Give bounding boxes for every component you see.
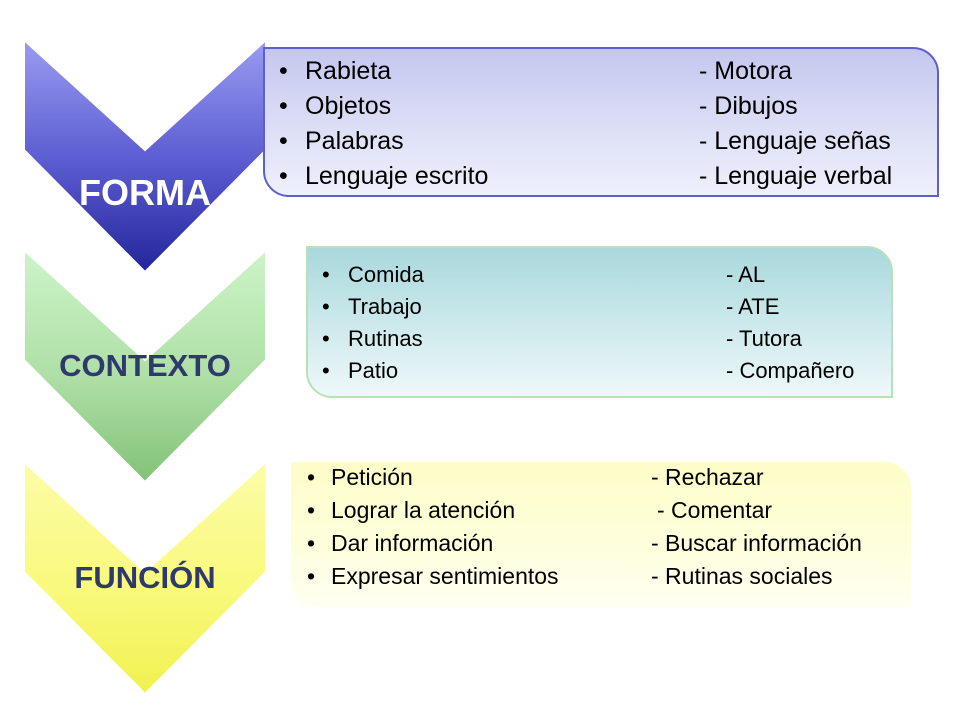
chevron-forma-label: FORMA [79, 172, 211, 213]
item-left: Rabieta [305, 57, 392, 85]
item-right: - Buscar información [651, 530, 862, 556]
list-item: • Expresar sentimientos - Rutinas sociales [291, 562, 911, 595]
chevron-forma: FORMA [22, 38, 268, 274]
item-left: Patio [348, 358, 399, 383]
contexto-list: • Comida - AL • Trabajo - ATE • Rutinas - Tuto… [308, 248, 891, 389]
chevron-contexto-shape [23, 248, 267, 484]
list-item: • Lograr la atención - Comentar [291, 496, 911, 529]
list-item: • Patio - Compañero [308, 357, 891, 389]
bullet: • [279, 92, 288, 120]
item-left: Expresar sentimientos [331, 563, 559, 589]
panel-funcion: • Petición - Rechazar • Lograr la atención -… [291, 462, 911, 607]
item-left: Comida [348, 262, 424, 287]
bullet: • [322, 262, 330, 287]
bullet: • [322, 358, 330, 383]
chevron-forma-shape [23, 38, 267, 274]
item-right: - Lenguaje verbal [699, 162, 893, 190]
list-item: • Objetos - Dibujos [265, 91, 937, 126]
bullet: • [279, 162, 288, 190]
item-right: - AL [726, 262, 766, 287]
bullet: • [279, 127, 288, 155]
list-item: • Trabajo - ATE [308, 293, 891, 325]
item-left: Petición [331, 464, 413, 490]
item-right: - ATE [726, 294, 780, 319]
list-item: • Comida - AL [308, 261, 891, 293]
bullet: • [307, 464, 316, 490]
list-item: • Dar información - Buscar información [291, 529, 911, 562]
item-left: Palabras [305, 127, 404, 155]
item-left: Lenguaje escrito [305, 162, 489, 190]
item-left: Objetos [305, 92, 392, 120]
item-left: Dar información [331, 530, 494, 556]
chevron-funcion-shape [23, 460, 267, 696]
list-item: • Rabieta - Motora [265, 56, 937, 91]
item-left: Lograr la atención [331, 497, 516, 523]
panel-contexto: • Comida - AL • Trabajo - ATE • Rutinas - Tuto… [306, 246, 893, 398]
bullet: • [307, 530, 316, 556]
item-right: - Tutora [726, 326, 802, 351]
bullet: • [322, 326, 330, 351]
list-item: • Lenguaje escrito - Lenguaje verbal [265, 161, 937, 196]
bullet: • [322, 294, 330, 319]
bullet: • [307, 497, 316, 523]
item-right: - Comentar [657, 497, 773, 523]
item-right: - Rutinas sociales [651, 563, 833, 589]
item-right: - Lenguaje señas [699, 127, 891, 155]
item-right: - Rechazar [651, 464, 764, 490]
forma-list: • Rabieta - Motora • Objetos - Dibujos • Pala… [265, 49, 937, 196]
item-right: - Motora [699, 57, 793, 85]
chevron-contexto: CONTEXTO [22, 248, 268, 484]
item-right: - Compañero [726, 358, 855, 383]
list-item: • Rutinas - Tutora [308, 325, 891, 357]
item-right: - Dibujos [699, 92, 798, 120]
bullet: • [279, 57, 288, 85]
funcion-list: • Petición - Rechazar • Lograr la atención -… [291, 462, 911, 595]
bullet: • [307, 563, 316, 589]
item-left: Trabajo [348, 294, 422, 319]
chevron-funcion-label: FUNCIÓN [74, 560, 216, 595]
item-left: Rutinas [348, 326, 423, 351]
chevron-funcion: FUNCIÓN [22, 460, 268, 696]
chevron-contexto-label: CONTEXTO [59, 348, 231, 383]
panel-forma: • Rabieta - Motora • Objetos - Dibujos • Pala… [263, 47, 939, 197]
list-item: • Petición - Rechazar [291, 463, 911, 496]
list-item: • Palabras - Lenguaje señas [265, 126, 937, 161]
